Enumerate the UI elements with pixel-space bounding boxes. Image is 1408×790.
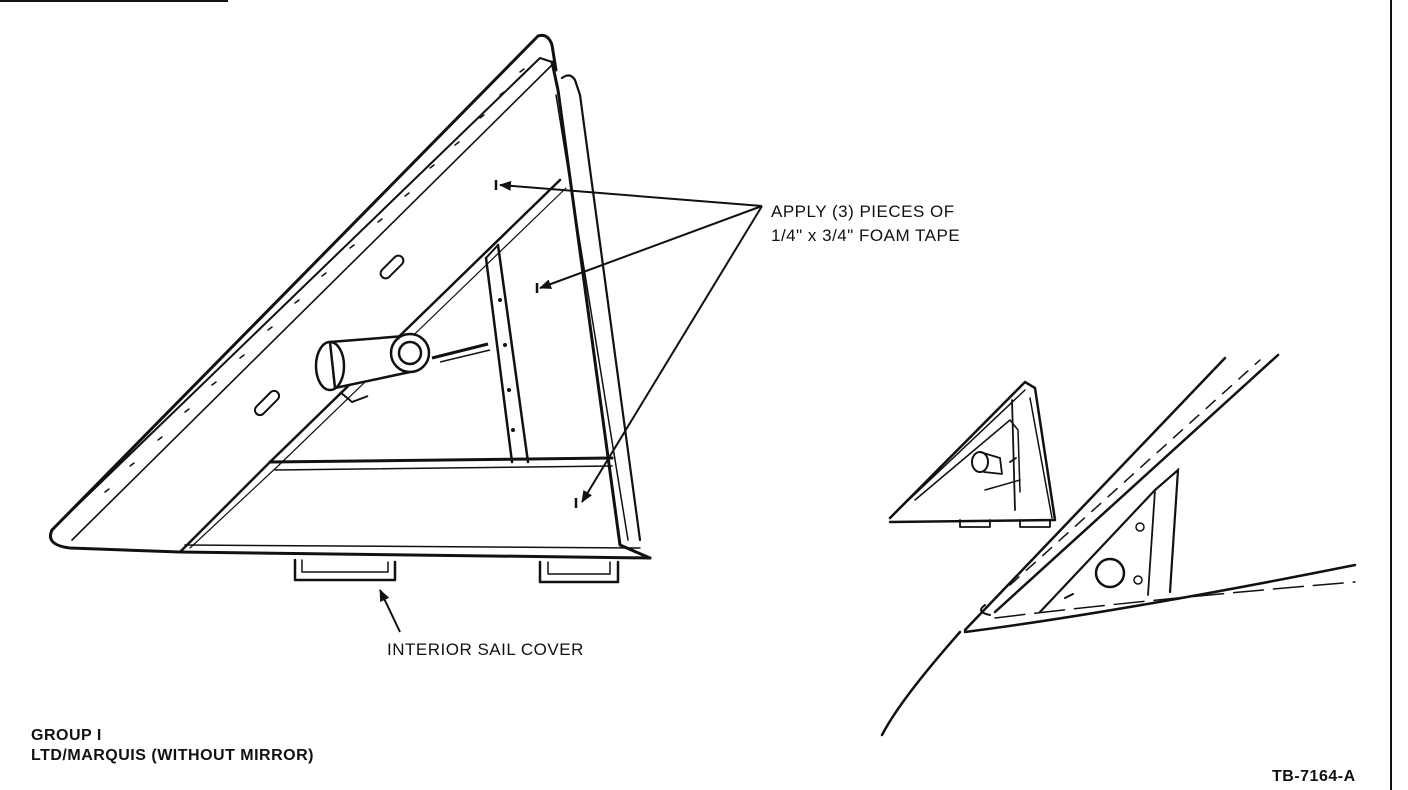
sail-cover-callout: INTERIOR SAIL COVER [387,640,584,659]
foam-tape-callout-line2: 1/4" x 3/4" FOAM TAPE [771,226,961,245]
foam-tape-marks [494,180,578,508]
figure-id: TB-7164-A [1272,768,1356,785]
vehicle-model-label: LTD/MARQUIS (WITHOUT MIRROR) [31,747,314,764]
sail-cover-leader [379,589,401,633]
sail-cover-panel [49,33,652,584]
foam-tape-leaders [499,180,763,503]
small-sail-cover [888,380,1057,528]
cylinder-bolt [314,332,491,404]
group-label: GROUP I [31,727,102,744]
foam-tape-callout-line1: APPLY (3) PIECES OF [771,202,955,221]
vehicle-location-view [880,353,1357,737]
